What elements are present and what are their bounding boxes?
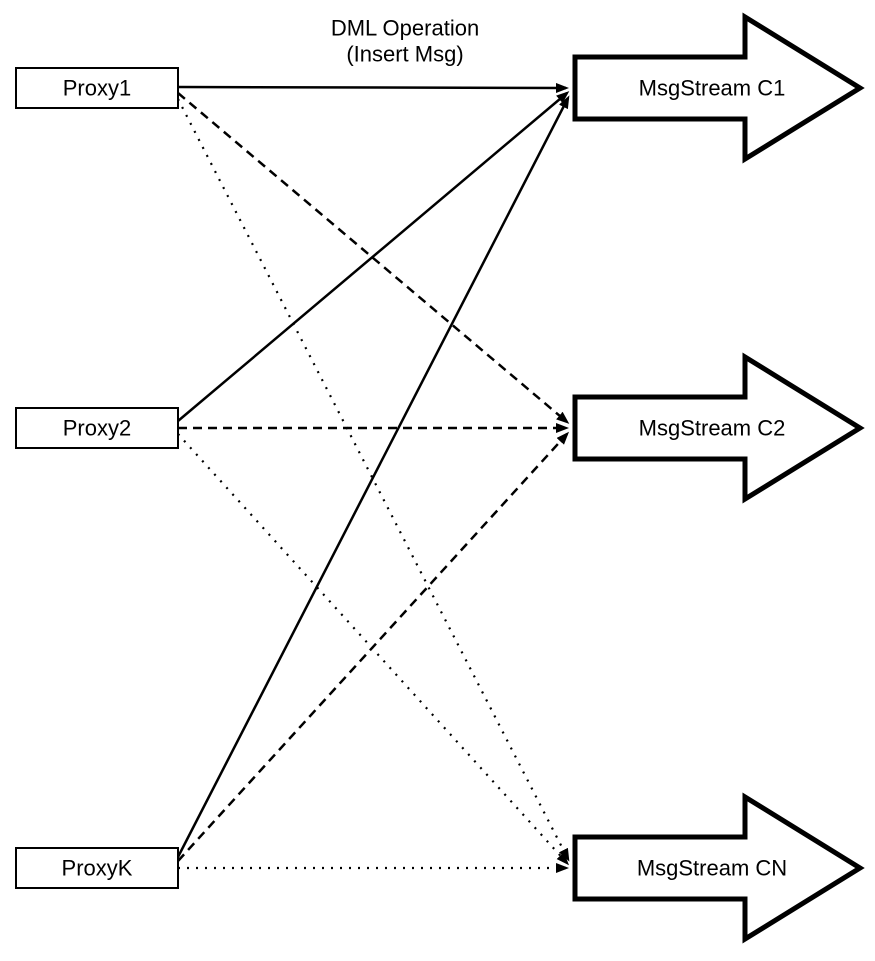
msgstream-c2-arrow-shape [572, 352, 865, 504]
proxy2-box [15, 407, 179, 449]
proxyk-label: ProxyK [62, 856, 133, 881]
msgstream-cn-arrow-shape [572, 792, 865, 944]
edge-proxy1-msgstream-cn [177, 98, 570, 862]
diagram-title-line2: (Insert Msg) [346, 42, 463, 67]
msgstream-c1-label: MsgStream C1 [639, 76, 786, 101]
edge-proxy2-msgstream-c1 [177, 91, 570, 422]
edge-proxyk-msgstream-c1 [176, 95, 570, 858]
msgstream-cn-label: MsgStream CN [637, 856, 787, 881]
proxy1-box [15, 67, 179, 109]
diagram-title-line1: DML Operation [331, 16, 479, 41]
proxyk-box [15, 847, 179, 889]
msgstream-c2-label: MsgStream C2 [639, 416, 786, 441]
edge-proxy1-msgstream-c1 [177, 82, 569, 93]
edge-proxy2-msgstream-cn [177, 433, 570, 866]
edge-proxy1-msgstream-c2 [177, 92, 570, 424]
proxy1-label: Proxy1 [63, 76, 131, 101]
msgstream-c1-arrow-shape [572, 12, 865, 164]
proxy2-label: Proxy2 [63, 416, 131, 441]
